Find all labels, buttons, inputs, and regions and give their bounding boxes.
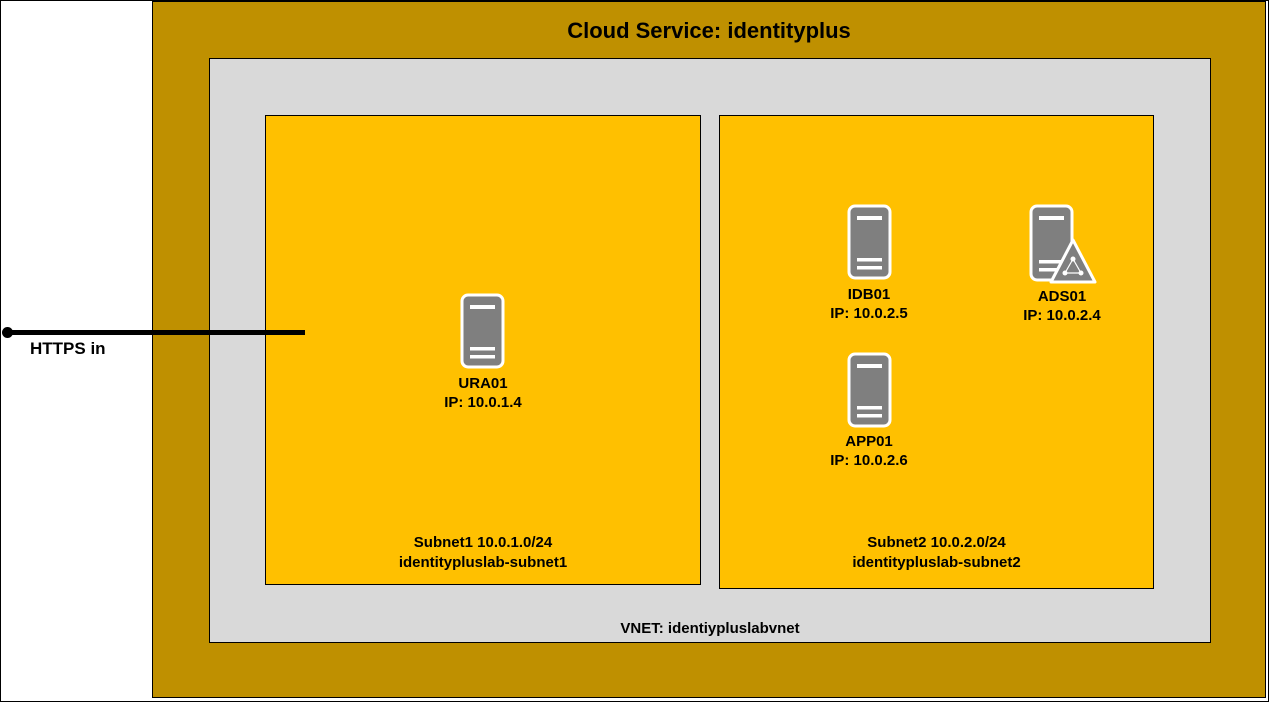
server-idb01-label: IDB01 IP: 10.0.2.5 (789, 285, 949, 323)
server-name: IDB01 (847, 286, 891, 303)
server-icon (460, 293, 505, 369)
subnet1-cidr: Subnet1 10.0.1.0/24 (413, 534, 553, 551)
subnet1-label: Subnet1 10.0.1.0/24 identitypluslab-subn… (265, 533, 701, 573)
server-name: ADS01 (1037, 288, 1087, 305)
https-in-label: HTTPS in (30, 339, 106, 358)
subnet2-label: Subnet2 10.0.2.0/24 identitypluslab-subn… (719, 533, 1154, 573)
server-icon (847, 204, 892, 280)
server-ip: IP: 10.0.2.4 (1023, 307, 1101, 324)
server-ura01-label: URA01 IP: 10.0.1.4 (403, 374, 563, 412)
vnet-label: VNET: identiypluslabvnet (620, 620, 800, 637)
cloud-service-title: Cloud Service: identityplus (567, 18, 851, 43)
server-name: URA01 (458, 375, 508, 392)
server-ip: IP: 10.0.2.6 (830, 452, 908, 469)
subnet2-cidr: Subnet2 10.0.2.0/24 (867, 534, 1006, 551)
server-name: APP01 (845, 433, 893, 450)
server-icon (847, 352, 892, 428)
subnet2-name: identitypluslab-subnet2 (852, 554, 1021, 571)
subnet1-name: identitypluslab-subnet1 (398, 554, 568, 571)
server-app01-label: APP01 IP: 10.0.2.6 (789, 432, 949, 470)
server-ip: IP: 10.0.2.5 (830, 305, 908, 322)
https-connector-endpoint (2, 327, 13, 338)
server-ip: IP: 10.0.1.4 (444, 394, 522, 411)
domain-controller-server-icon (1029, 204, 1097, 284)
subnet2-box (719, 115, 1154, 589)
https-connector-line (7, 330, 305, 335)
server-ads01-label: ADS01 IP: 10.0.2.4 (982, 287, 1142, 325)
